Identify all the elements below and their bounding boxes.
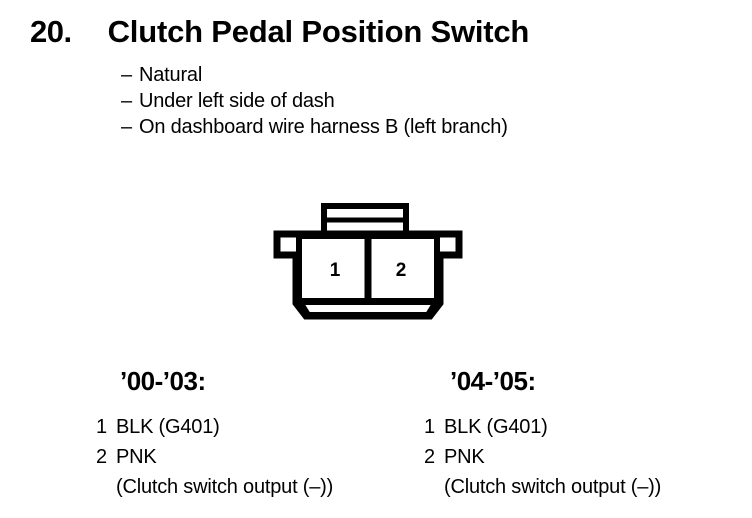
year-range-label: ’00-’03: [120,366,206,396]
cavity-label-2: 2 [396,260,407,281]
pin-description: BLK (G401) [444,416,548,438]
page-header: 20. Clutch Pedal Position Switch [30,14,529,50]
connector-bottom-lip [294,299,442,318]
pin-row-continuation: (Clutch switch output (–)) [96,476,333,506]
dash-icon: – [121,90,133,112]
pinout-column-00-03: ’00-’03: 1 BLK (G401) 2 PNK (Clutch swit… [96,366,333,506]
dash-icon: – [121,116,133,138]
pinout-column-04-05: ’04-’05: 1 BLK (G401) 2 PNK (Clutch swit… [424,366,661,506]
pin-row: 1 BLK (G401) [424,416,661,446]
pin-number: 2 [96,446,108,468]
connector-locking-tab [321,203,409,237]
pin-row: 2 PNK [96,446,333,476]
connector-svg: 1 2 [273,203,463,320]
description-list: – Natural – Under left side of dash – On… [121,64,508,142]
item-number: 20. [30,14,72,49]
pin-description: (Clutch switch output (–)) [116,476,334,498]
pin-number: 1 [424,416,436,438]
description-text: Under left side of dash [139,90,335,112]
pin-number: 1 [96,416,108,438]
description-item: – Under left side of dash [121,90,508,116]
description-text: On dashboard wire harness B (left branch… [139,116,508,138]
year-range-label: ’04-’05: [450,366,536,396]
cavity-label-1: 1 [330,260,341,281]
description-item: – Natural [121,64,508,90]
dash-icon: – [121,64,133,86]
pin-number: 2 [424,446,436,468]
pin-list: 1 BLK (G401) 2 PNK (Clutch switch output… [96,416,333,506]
pin-description: PNK [116,446,157,468]
page-title: Clutch Pedal Position Switch [107,14,530,49]
pin-description: PNK [444,446,485,468]
description-item: – On dashboard wire harness B (left bran… [121,116,508,142]
pin-description: (Clutch switch output (–)) [444,476,662,498]
pin-row: 2 PNK [424,446,661,476]
pin-description: BLK (G401) [116,416,220,438]
pin-row: 1 BLK (G401) [96,416,333,446]
pin-list: 1 BLK (G401) 2 PNK (Clutch switch output… [424,416,661,506]
pin-row-continuation: (Clutch switch output (–)) [424,476,661,506]
connector-diagram: 1 2 [270,198,466,324]
description-text: Natural [139,64,203,86]
